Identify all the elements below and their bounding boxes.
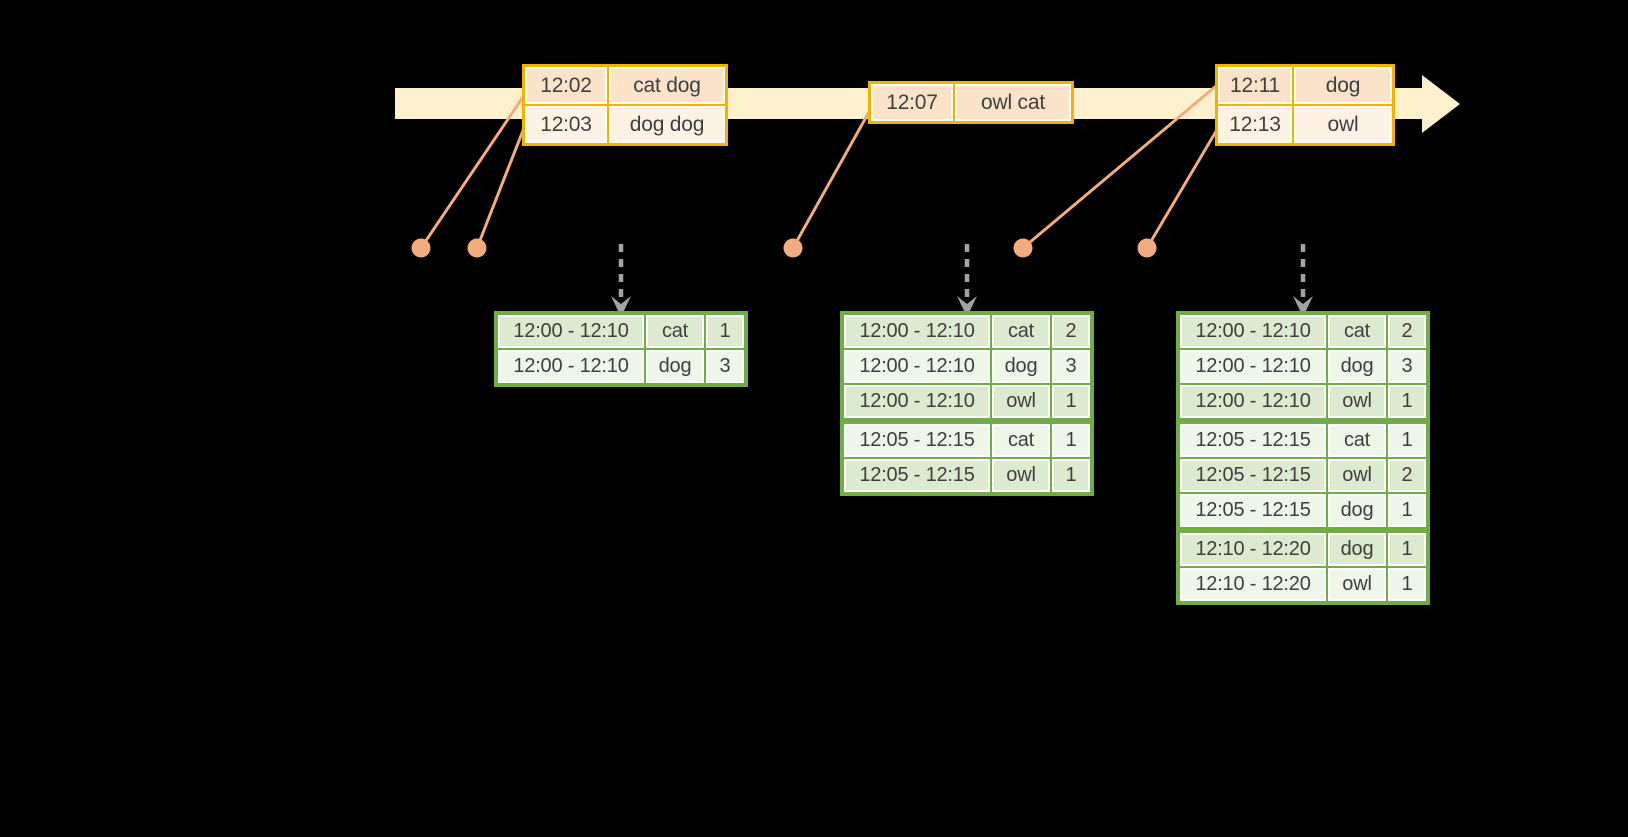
event-time: 12:03 <box>525 106 607 143</box>
result-count: 1 <box>1052 385 1090 418</box>
result-word: dog <box>646 350 704 383</box>
result-count: 3 <box>1052 350 1090 383</box>
result-count: 1 <box>1388 385 1426 418</box>
result-window: 12:05 - 12:15 <box>1180 459 1326 492</box>
trigger-arrow-head-icon <box>1293 296 1313 317</box>
connector-line <box>791 111 871 249</box>
result-window: 12:00 - 12:10 <box>844 350 990 383</box>
result-word: dog <box>992 350 1050 383</box>
result-count: 1 <box>1052 424 1090 457</box>
connector-line <box>1145 127 1220 249</box>
result-word: owl <box>1328 385 1386 418</box>
result-count: 2 <box>1388 315 1426 348</box>
result-window: 12:05 - 12:15 <box>844 459 990 492</box>
event-dot-icon <box>411 238 431 258</box>
event-words: dog <box>1294 67 1392 104</box>
result-word: cat <box>992 424 1050 457</box>
result-count: 1 <box>1388 424 1426 457</box>
result-window: 12:05 - 12:15 <box>844 424 990 457</box>
result-word: cat <box>1328 424 1386 457</box>
result-count: 3 <box>1388 350 1426 383</box>
result-count: 1 <box>1052 459 1090 492</box>
result-window: 12:05 - 12:15 <box>1180 494 1326 527</box>
event-words: dog dog <box>609 106 725 143</box>
result-count: 1 <box>706 315 744 348</box>
result-word: dog <box>1328 533 1386 566</box>
event-dot-icon <box>467 238 487 258</box>
result-window: 12:00 - 12:10 <box>844 385 990 418</box>
result-word: owl <box>1328 459 1386 492</box>
result-window: 12:10 - 12:20 <box>1180 533 1326 566</box>
result-count: 2 <box>1052 315 1090 348</box>
connector-line <box>419 96 525 249</box>
event-dot-icon <box>1137 238 1157 258</box>
event-time: 12:11 <box>1218 67 1292 104</box>
event-time: 12:13 <box>1218 106 1292 143</box>
result-word: dog <box>1328 494 1386 527</box>
result-word: owl <box>1328 568 1386 601</box>
event-time: 12:02 <box>525 67 607 104</box>
trigger-arrow-head-icon <box>611 296 631 317</box>
result-word: cat <box>1328 315 1386 348</box>
result-window: 12:00 - 12:10 <box>844 315 990 348</box>
result-count: 1 <box>1388 494 1426 527</box>
trigger-arrow-head-icon <box>957 296 977 317</box>
event-words: cat dog <box>609 67 725 104</box>
result-window: 12:00 - 12:10 <box>1180 350 1326 383</box>
connector-line <box>475 127 526 249</box>
result-window: 12:00 - 12:10 <box>498 350 644 383</box>
event-dot-icon <box>783 238 803 258</box>
timeline-arrowhead-icon <box>1422 75 1460 133</box>
result-count: 1 <box>1388 568 1426 601</box>
result-word: cat <box>992 315 1050 348</box>
event-words: owl cat <box>955 84 1071 121</box>
event-words: owl <box>1294 106 1392 143</box>
result-word: dog <box>1328 350 1386 383</box>
result-count: 2 <box>1388 459 1426 492</box>
result-word: cat <box>646 315 704 348</box>
event-dot-icon <box>1013 238 1033 258</box>
result-window: 12:00 - 12:10 <box>1180 385 1326 418</box>
connector-line <box>1022 84 1217 250</box>
result-window: 12:10 - 12:20 <box>1180 568 1326 601</box>
result-window: 12:05 - 12:15 <box>1180 424 1326 457</box>
result-word: owl <box>992 459 1050 492</box>
result-word: owl <box>992 385 1050 418</box>
result-window: 12:00 - 12:10 <box>498 315 644 348</box>
result-count: 1 <box>1388 533 1426 566</box>
result-window: 12:00 - 12:10 <box>1180 315 1326 348</box>
event-time: 12:07 <box>871 84 953 121</box>
result-count: 3 <box>706 350 744 383</box>
